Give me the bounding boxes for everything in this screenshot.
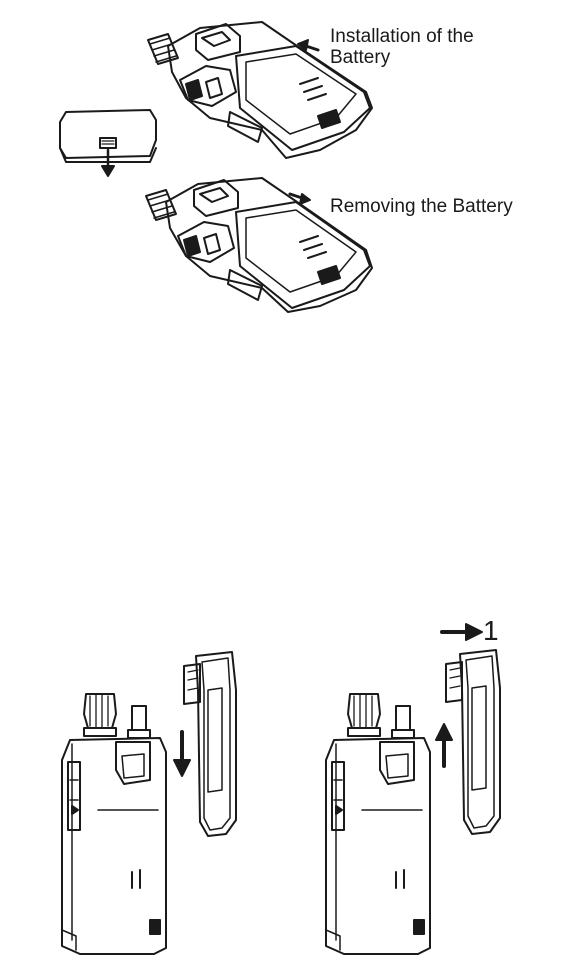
top-control-block	[196, 24, 240, 60]
radio-back-left	[62, 694, 166, 954]
radio-back-right	[326, 694, 430, 954]
radio-knob	[148, 34, 178, 64]
radio-knob	[84, 694, 116, 728]
battery-closeup	[60, 110, 156, 176]
belt-clip-left	[184, 652, 236, 836]
remove-clip-up-arrow	[436, 724, 452, 766]
removing-label: Removing the Battery	[330, 196, 513, 217]
radio-knob	[348, 694, 380, 728]
installation-label: Installation of the Battery	[330, 26, 530, 68]
top-control-block	[194, 180, 238, 216]
radio-knob	[146, 190, 176, 220]
belt-clip-right	[446, 650, 500, 834]
step-number-label: 1	[483, 616, 499, 646]
attach-clip-arrow	[174, 732, 190, 776]
step-one-right-arrow	[442, 624, 482, 640]
